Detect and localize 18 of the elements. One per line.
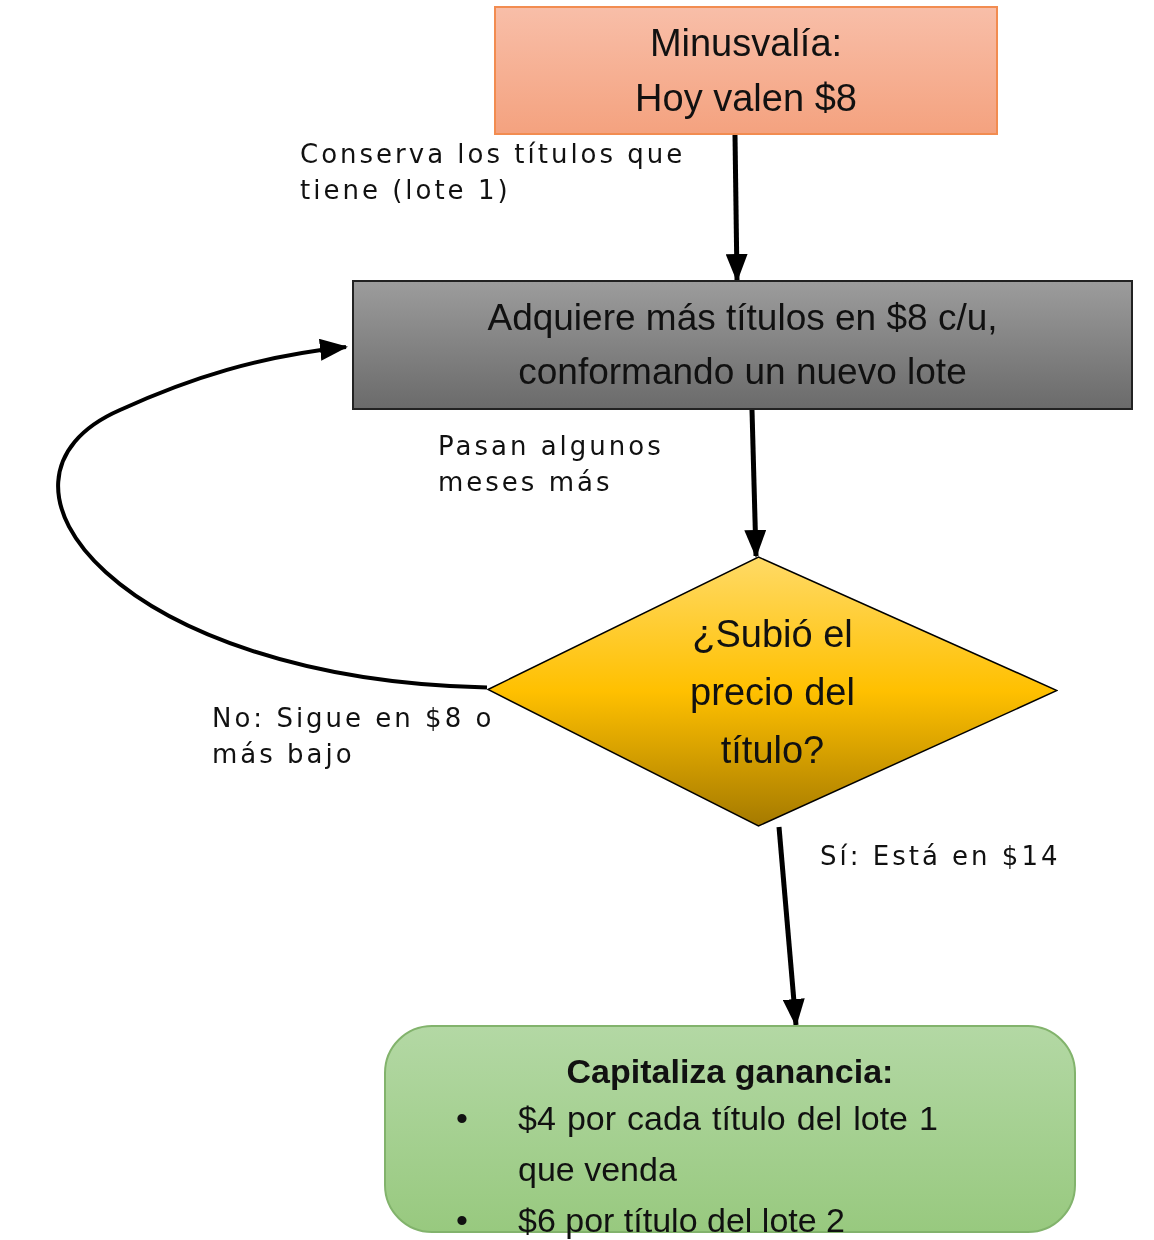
process-text: Minusvalía: Hoy valen $8	[634, 20, 858, 121]
edge-label: Sí: Está en $14	[820, 840, 1062, 873]
process-text: Adquiere más títulos en $8 c/u, conformando un nuevo lote	[486, 296, 999, 394]
bullet-item: $4 por cada título del lote 1 que venda	[518, 1098, 938, 1190]
edge-label: No: Sigue en $8 o más bajo	[212, 702, 496, 771]
result-heading: Capitaliza ganancia:	[565, 1051, 895, 1092]
arrow	[56, 339, 488, 690]
decision-text: ¿Subió el precio del título?	[689, 611, 856, 773]
arrow	[744, 409, 767, 558]
arrow	[776, 826, 805, 1027]
process-box	[494, 6, 998, 135]
bullet-mark: •	[456, 1200, 469, 1240]
bullet-mark: •	[456, 1098, 469, 1139]
arrow	[725, 134, 748, 282]
edge-label: Conserva los títulos que tiene (lote 1)	[300, 138, 687, 207]
process-box	[352, 280, 1133, 410]
bullet-item: $6 por título del lote 2	[518, 1200, 846, 1240]
edge-label: Pasan algunos meses más	[438, 430, 665, 499]
